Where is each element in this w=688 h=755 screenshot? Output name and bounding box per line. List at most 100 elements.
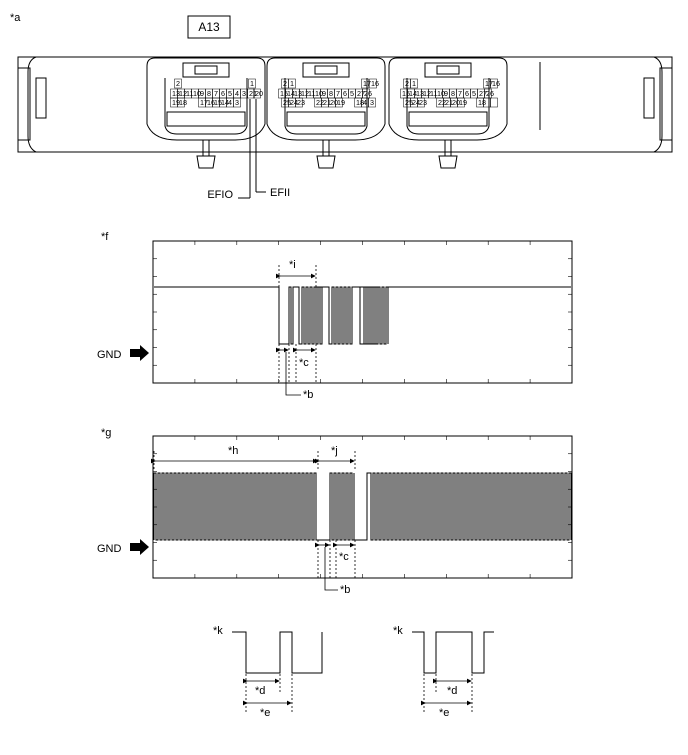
waveform-g-dim-h: *h <box>228 445 238 457</box>
pin-number: 5 <box>350 89 354 98</box>
detail-left-dim-d: *d <box>255 685 265 697</box>
pin-number: 2 <box>176 79 180 88</box>
connector-block <box>388 57 508 169</box>
pin-number: 22 <box>316 98 324 107</box>
pin-number: 17 <box>200 98 208 107</box>
pin-number: 7 <box>336 89 340 98</box>
waveform-g-dim-c: *c <box>339 551 349 563</box>
detail-right-dimensions <box>421 674 473 714</box>
pin-cell <box>457 97 465 108</box>
terminal-efio-label: EFIO <box>207 189 233 201</box>
pin-cell <box>295 97 303 108</box>
pin-number: 2 <box>405 79 409 88</box>
pin-number: 21 <box>249 89 257 98</box>
connector-name: A13 <box>198 20 220 34</box>
pin-number: 15 <box>402 89 410 98</box>
pin-cell <box>335 97 343 108</box>
pin-number: 20 <box>452 98 460 107</box>
pin-number: 19 <box>172 98 180 107</box>
pin-number: 6 <box>221 89 225 98</box>
pin-cell <box>369 78 377 89</box>
pin-number: 13 <box>416 89 424 98</box>
pin-cell <box>247 88 255 99</box>
pin-number: 11 <box>430 89 437 98</box>
pin-number: 20 <box>330 98 338 107</box>
pin-number: 3 <box>242 89 246 98</box>
pin-number: 16 <box>492 79 500 88</box>
pin-cell <box>490 78 498 89</box>
waveform-f-dim-b: *b <box>303 389 313 401</box>
pin-number: 1 <box>412 79 416 88</box>
pin-number: 19 <box>459 98 467 107</box>
waveform-f-label: *f <box>101 231 109 243</box>
waveform-g-dim-j: *j <box>331 445 338 457</box>
pin-number: 18 <box>179 98 187 107</box>
pin-number: 8 <box>451 89 455 98</box>
pin-number: 5 <box>228 89 232 98</box>
waveform-f-frame <box>152 240 573 384</box>
pin-number: 25 <box>283 98 291 107</box>
figure-label: *a <box>10 12 21 24</box>
connector-block <box>146 57 266 169</box>
waveform-f-gnd-label: GND <box>97 349 122 361</box>
detail-left-dim-e: *e <box>260 707 270 719</box>
detail-left-pulse <box>232 631 323 674</box>
waveform-f-ticks <box>153 241 572 383</box>
pin-number: 27 <box>357 89 365 98</box>
pin-cell <box>253 88 261 99</box>
pin-number: 12 <box>423 89 431 98</box>
waveform-f-dimensions <box>276 265 317 396</box>
pin-number: 15 <box>280 89 288 98</box>
pin-number: 15 <box>214 98 222 107</box>
pin-number: 25 <box>405 98 413 107</box>
pin-number: 16 <box>207 98 215 107</box>
pin-number: 7 <box>458 89 462 98</box>
pin-number: 14 <box>287 89 295 98</box>
waveform-g-gnd-arrow <box>130 539 149 555</box>
pin-number: 24 <box>412 98 420 107</box>
pin-number: 18 <box>478 98 486 107</box>
pin-cell <box>233 97 241 108</box>
pin-number: 6 <box>465 89 469 98</box>
pin-number: 21 <box>445 98 453 107</box>
pin-cell <box>177 97 185 108</box>
pin-number: 24 <box>290 98 298 107</box>
pin-number: 21 <box>323 98 331 107</box>
pin-number: 22 <box>438 98 446 107</box>
pin-number: 18 <box>356 98 364 107</box>
pin-number: 1 <box>250 79 254 88</box>
pin-cell <box>490 97 498 108</box>
pin-number: 9 <box>322 89 326 98</box>
pin-number: 9 <box>200 89 204 98</box>
pin-number: 17 <box>363 79 371 88</box>
detail-right-dim-e: *e <box>439 707 449 719</box>
pin-cell <box>174 78 182 89</box>
pin-number: 5 <box>472 89 476 98</box>
pin-number: 10 <box>315 89 323 98</box>
pin-number: 3 <box>235 98 239 107</box>
connector-block <box>266 57 386 169</box>
detail-left-label: *k <box>213 625 223 637</box>
pin-number: 8 <box>329 89 333 98</box>
pin-number: 4 <box>235 89 239 98</box>
pin-number: 10 <box>437 89 445 98</box>
waveform-f-dim-c: *c <box>299 357 309 369</box>
pin-number: 13 <box>294 89 302 98</box>
pin-number: 1 <box>290 79 294 88</box>
pin-number: 2 <box>283 79 287 88</box>
pin-cell <box>288 78 296 89</box>
detail-right-label: *k <box>393 625 403 637</box>
pin-number: 14 <box>409 89 417 98</box>
detail-left-dimensions <box>243 674 293 714</box>
terminal-leads <box>238 99 266 199</box>
waveform-g-dim-b: *b <box>340 584 350 596</box>
pin-number: 7 <box>214 89 218 98</box>
detail-right-dim-d: *d <box>447 685 457 697</box>
waveform-f-trace <box>154 286 571 345</box>
pin-number: 12 <box>301 89 309 98</box>
pin-number: 12 <box>179 89 187 98</box>
pin-number: 6 <box>343 89 347 98</box>
pin-cell <box>248 78 256 89</box>
